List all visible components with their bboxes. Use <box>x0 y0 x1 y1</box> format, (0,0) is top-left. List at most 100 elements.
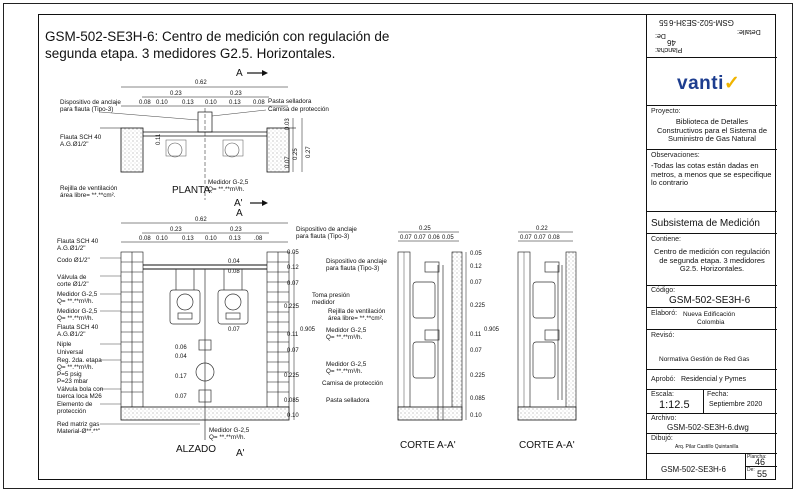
svg-text:P=23 mbar: P=23 mbar <box>57 378 88 385</box>
svg-text:0.07: 0.07 <box>520 235 532 241</box>
svg-text:tuerca loca M26: tuerca loca M26 <box>57 393 102 400</box>
section-mark-a-prime-alzado: A' <box>236 448 245 459</box>
drawing-title: GSM-502-SE3H-6: Centro de medición con r… <box>45 28 445 62</box>
svg-text:A.G.Ø1/2": A.G.Ø1/2" <box>57 245 85 252</box>
svg-text:0.25: 0.25 <box>293 148 299 160</box>
svg-text:Material-Ø**.**": Material-Ø**.**" <box>57 428 100 435</box>
drawing-sheet <box>3 3 793 489</box>
svg-text:Q= **.**m³/h.: Q= **.**m³/h. <box>57 298 93 305</box>
svg-text:0.03: 0.03 <box>285 118 291 130</box>
svg-text:.08: .08 <box>254 236 263 242</box>
tb-logo-cell: vanti✓ <box>647 58 777 106</box>
svg-text:0.225: 0.225 <box>470 303 486 309</box>
svg-text:A.G.Ø1/2": A.G.Ø1/2" <box>60 141 88 148</box>
svg-text:Codo Ø1/2": Codo Ø1/2" <box>57 257 90 264</box>
svg-text:0.08: 0.08 <box>228 269 240 275</box>
section-mark-a-prime: A' <box>234 198 243 209</box>
title-line-2: segunda etapa. 3 medidores G2.5. Horizon… <box>45 46 336 61</box>
svg-text:Q= **.**m³/h.: Q= **.**m³/h. <box>209 434 245 441</box>
svg-text:Medidor G-2,5: Medidor G-2,5 <box>326 327 367 334</box>
svg-text:Medidor G-2,5: Medidor G-2,5 <box>57 308 98 315</box>
svg-text:para flauta (Tipo-3): para flauta (Tipo-3) <box>326 265 379 272</box>
svg-text:0.225: 0.225 <box>284 304 300 310</box>
svg-text:0.13: 0.13 <box>182 236 194 242</box>
svg-text:0.27: 0.27 <box>306 146 312 158</box>
svg-text:0.17: 0.17 <box>175 374 187 380</box>
svg-text:0.25: 0.25 <box>419 226 431 232</box>
svg-text:0.08: 0.08 <box>139 100 151 106</box>
svg-text:0.11: 0.11 <box>156 133 162 145</box>
corte-2-view: 0.22 0.07 0.07 0.08 CORTE A-A' <box>517 226 577 451</box>
svg-text:Rejilla de ventilación: Rejilla de ventilación <box>328 308 386 315</box>
svg-text:0.04: 0.04 <box>175 354 187 360</box>
svg-text:A.G.Ø1/2": A.G.Ø1/2" <box>57 331 85 338</box>
title-block: GSM-502-SE3H-6 Detalle: De: 55 Plancha: … <box>646 14 777 480</box>
svg-text:0.085: 0.085 <box>470 396 486 402</box>
svg-text:0.07: 0.07 <box>414 235 426 241</box>
brand-check-icon: ✓ <box>723 73 741 94</box>
svg-text:0.06: 0.06 <box>428 235 440 241</box>
title-line-1: GSM-502-SE3H-6: Centro de medición con r… <box>45 29 390 44</box>
svg-text:0.07: 0.07 <box>470 280 482 286</box>
svg-text:0.11: 0.11 <box>287 332 299 338</box>
svg-text:0.10: 0.10 <box>205 100 217 106</box>
svg-text:0.08: 0.08 <box>548 235 560 241</box>
svg-text:0.07: 0.07 <box>285 156 291 168</box>
svg-text:Válvula de: Válvula de <box>57 274 87 281</box>
svg-text:Toma presión: Toma presión <box>312 292 350 299</box>
alzado-view: A 0.62 0.23 0.23 0.08 0.10 0.13 0.10 0.1… <box>57 208 387 459</box>
svg-text:0.10: 0.10 <box>287 413 299 419</box>
svg-text:0.07: 0.07 <box>400 235 412 241</box>
tb-subsistema-cell: Subsistema de Medición <box>647 212 777 234</box>
tb-aprobo-cell: Aprobó: Residencial y Pymes <box>647 370 777 390</box>
svg-text:0.10: 0.10 <box>156 100 168 106</box>
svg-text:0.23: 0.23 <box>170 227 182 233</box>
svg-text:Camisa de protección: Camisa de protección <box>268 106 329 113</box>
tb-observaciones-cell: Observaciones: -Todas las cotas están da… <box>647 150 777 212</box>
svg-text:0.10: 0.10 <box>470 413 482 419</box>
svg-text:0.12: 0.12 <box>470 264 482 270</box>
svg-text:0.10: 0.10 <box>156 236 168 242</box>
svg-text:0.13: 0.13 <box>182 100 194 106</box>
svg-text:0.07: 0.07 <box>175 394 187 400</box>
tb-escala-cell: Escala: 1:12.5 Fecha: Septiembre 2020 <box>647 390 777 414</box>
svg-text:0.23: 0.23 <box>230 227 242 233</box>
alzado-labels-right: Dispositivo de anclaje para flauta (Tipo… <box>296 226 387 404</box>
svg-text:Pasta selladora: Pasta selladora <box>268 98 312 105</box>
drawings-canvas: A 0.62 0.23 0.23 0.08 0.10 0.13 0.10 0.1… <box>57 68 577 459</box>
svg-text:área libre= **.**cm².: área libre= **.**cm². <box>328 315 384 322</box>
planta-dim-segments: 0.08 0.10 0.13 0.10 0.13 0.08 <box>139 100 265 106</box>
svg-text:0.07: 0.07 <box>228 327 240 333</box>
svg-text:Medidor G-2,5: Medidor G-2,5 <box>208 179 249 186</box>
svg-text:0.62: 0.62 <box>195 217 207 223</box>
svg-text:0.08: 0.08 <box>253 100 265 106</box>
svg-text:corte Ø1/2": corte Ø1/2" <box>57 281 89 288</box>
alzado-brick-left <box>120 251 144 408</box>
svg-text:Medidor G-2,5: Medidor G-2,5 <box>57 291 98 298</box>
tb-proyecto-cell: Proyecto: Biblioteca de Detalles Constru… <box>647 106 777 150</box>
svg-text:para flauta (Tipo-3): para flauta (Tipo-3) <box>60 106 113 113</box>
svg-text:0.05: 0.05 <box>470 251 482 257</box>
svg-text:0.22: 0.22 <box>536 226 548 232</box>
svg-text:Dispositivo de anclaje: Dispositivo de anclaje <box>296 226 357 233</box>
corte-2-view-title: CORTE A-A' <box>519 440 575 451</box>
svg-text:Rejilla de ventilación: Rejilla de ventilación <box>60 185 118 192</box>
alzado-dims-right: 0.05 0.12 0.07 0.225 0.11 0.07 0.225 0.0… <box>284 250 300 419</box>
tb-dibujo-cell: Dibujó: Arq. Pilar Castillo Quintanilla <box>647 434 777 454</box>
alzado-view-title: ALZADO <box>176 444 216 455</box>
svg-text:0.12: 0.12 <box>287 265 299 271</box>
alzado-meter-1 <box>169 269 201 325</box>
svg-text:0.07: 0.07 <box>534 235 546 241</box>
svg-text:área libre= **.**cm².: área libre= **.**cm². <box>60 192 116 199</box>
svg-text:0.07: 0.07 <box>287 281 299 287</box>
svg-text:Niple: Niple <box>57 341 72 348</box>
planta-wall-right <box>266 127 290 173</box>
svg-text:0.07: 0.07 <box>470 348 482 354</box>
svg-text:Dispositivo de anclaje: Dispositivo de anclaje <box>326 258 387 265</box>
svg-text:Reg. 2da. etapa: Reg. 2da. etapa <box>57 357 102 364</box>
tb-reviso-cell: Revisó: Normativa Gestión de Red Gas <box>647 330 777 370</box>
corte-1-view-title: CORTE A-A' <box>400 440 456 451</box>
section-mark-a-top: A <box>236 68 243 79</box>
alzado-labels-left: Flauta SCH 40 A.G.Ø1/2" Codo Ø1/2" Válvu… <box>57 238 104 435</box>
tb-bottom-cell: GSM-502-SE3H-6 Plancha: 46 De: 55 <box>647 454 777 480</box>
